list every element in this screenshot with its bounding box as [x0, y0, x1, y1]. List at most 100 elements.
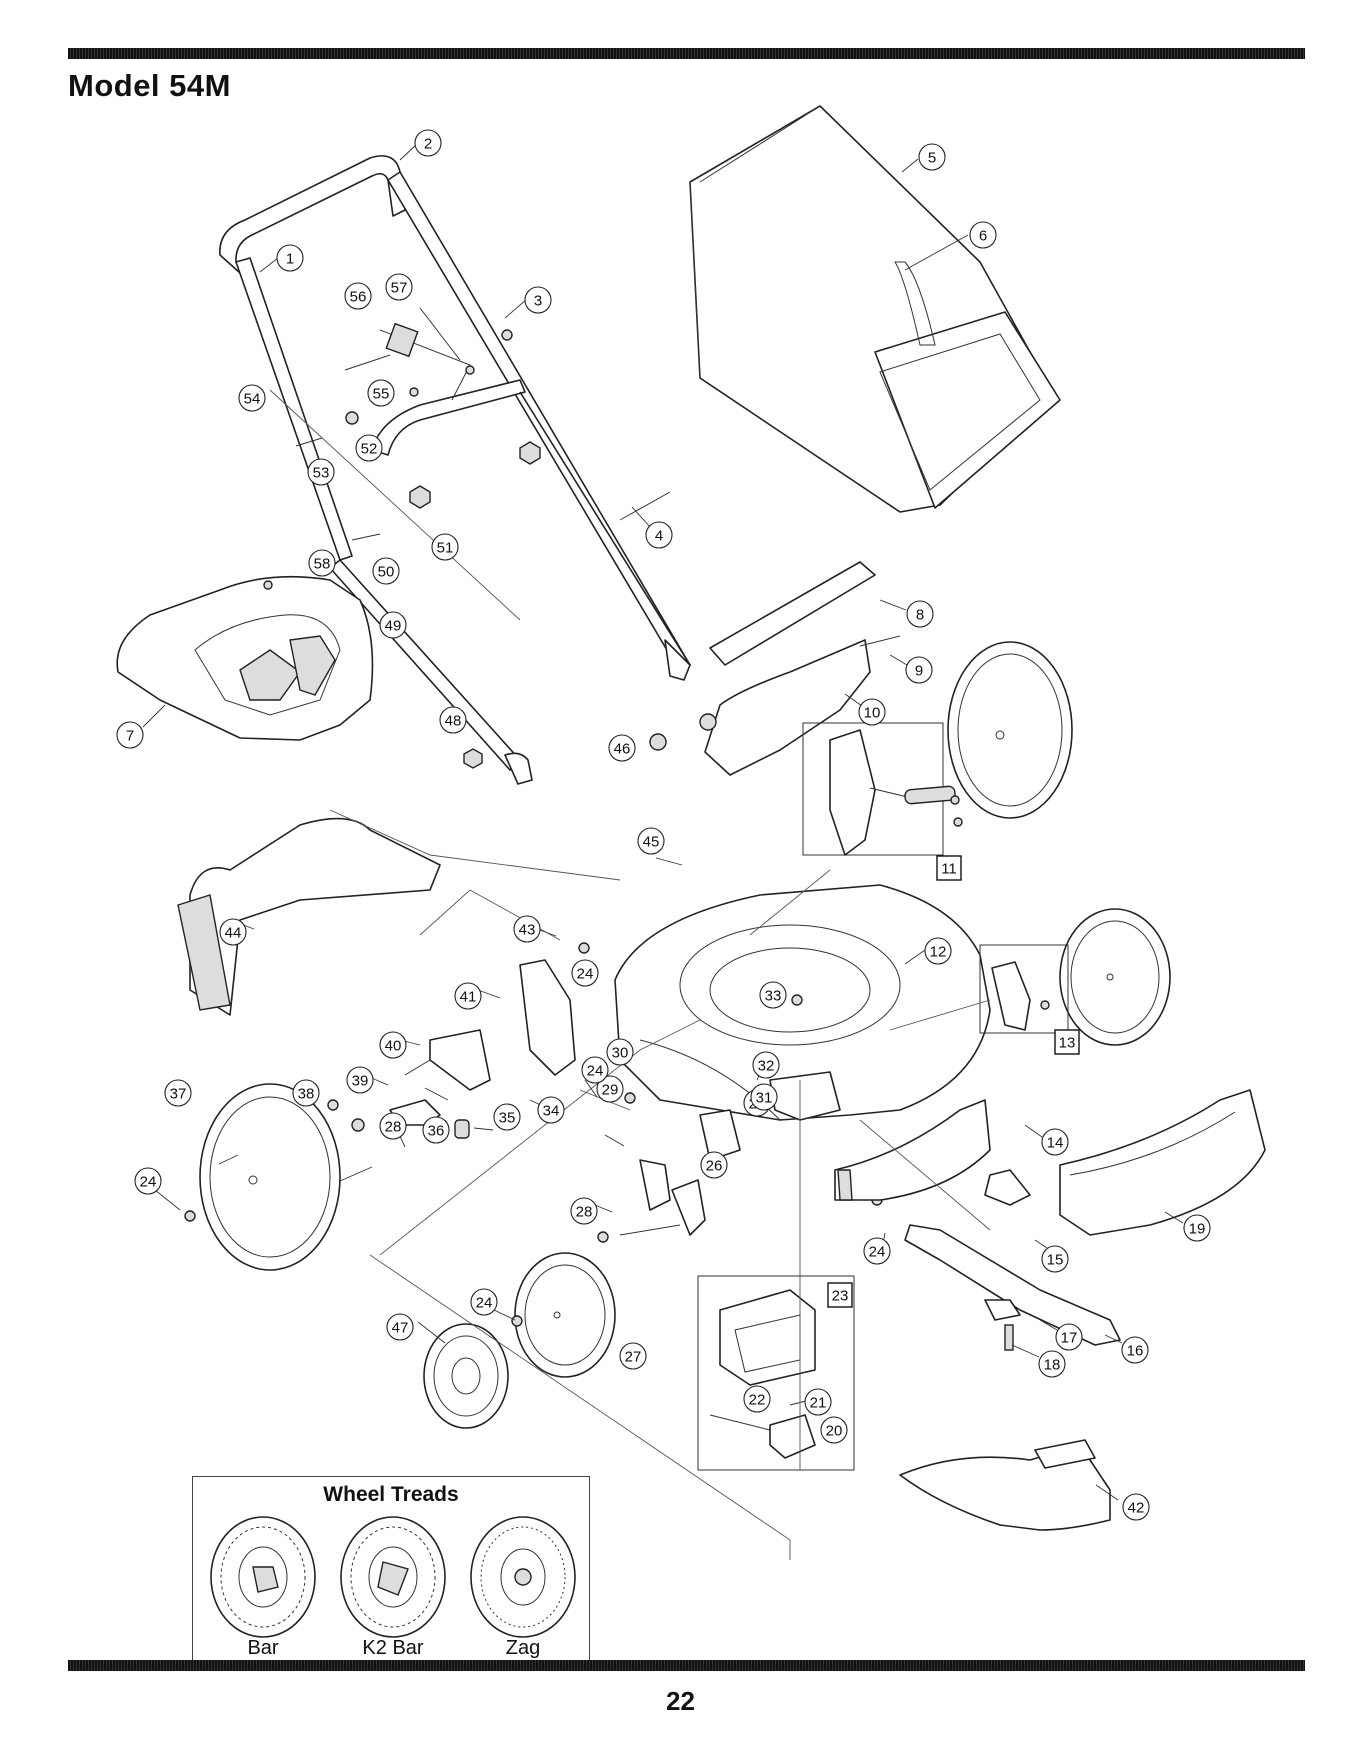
- callout-number: 42: [1128, 1500, 1145, 1517]
- callout-48: 48: [440, 707, 466, 733]
- callout-number: 57: [391, 280, 408, 297]
- callout-number: 37: [170, 1086, 187, 1103]
- callout-35: 35: [494, 1104, 520, 1130]
- mower-deck: [615, 885, 990, 1120]
- callout-28b: 28: [571, 1198, 597, 1224]
- callout-number: 24: [140, 1174, 157, 1191]
- callout-6: 6: [970, 222, 996, 248]
- callout-54: 54: [239, 385, 265, 411]
- callout-57: 57: [386, 274, 412, 300]
- callout-45: 45: [638, 828, 664, 854]
- tread-label-k2-bar: K2 Bar: [338, 1637, 448, 1660]
- k2-bar-tread-icon: [341, 1517, 445, 1637]
- callout-41: 41: [455, 983, 481, 1009]
- callout-number: 39: [352, 1073, 369, 1090]
- callout-number: 11: [941, 861, 957, 878]
- callout-number: 17: [1061, 1330, 1078, 1347]
- callout-number: 26: [706, 1158, 723, 1175]
- callout-15: 15: [1042, 1246, 1068, 1272]
- discharge-chute: [900, 1440, 1110, 1530]
- callout-number: 1: [286, 251, 294, 268]
- callout-number: 2: [424, 136, 432, 153]
- callout-24a: 24: [572, 960, 598, 986]
- callout-24d: 24: [471, 1289, 497, 1315]
- callout-number: 56: [350, 289, 367, 306]
- callout-number: 48: [445, 713, 462, 730]
- callout-7: 7: [117, 722, 143, 748]
- callout-number: 31: [756, 1090, 773, 1107]
- callout-51: 51: [432, 534, 458, 560]
- callout-5: 5: [919, 144, 945, 170]
- callout-27: 27: [620, 1343, 646, 1369]
- callout-number: 55: [373, 386, 390, 403]
- callout-23: 23: [828, 1283, 852, 1307]
- front-left-wheel: [515, 1253, 615, 1377]
- callout-number: 49: [385, 618, 402, 635]
- callout-22: 22: [744, 1386, 770, 1412]
- callout-number: 28: [385, 1119, 402, 1136]
- callout-34: 34: [538, 1097, 564, 1123]
- callout-number: 24: [476, 1295, 493, 1312]
- callout-number: 9: [915, 663, 923, 680]
- callout-37: 37: [165, 1080, 191, 1106]
- callout-number: 41: [460, 989, 477, 1006]
- callout-number: 32: [758, 1058, 775, 1075]
- callout-number: 54: [244, 391, 261, 408]
- zag-tread-icon: [471, 1517, 575, 1637]
- callout-20: 20: [821, 1417, 847, 1443]
- front-bumper: [1060, 1090, 1265, 1235]
- rear-right-wheel: [948, 642, 1072, 818]
- rear-left-wheel: [200, 1084, 340, 1270]
- callout-24c: 24: [864, 1238, 890, 1264]
- callout-24e: 24: [135, 1168, 161, 1194]
- callout-number: 24: [869, 1244, 886, 1261]
- callout-number: 34: [543, 1103, 560, 1120]
- callout-number: 4: [655, 528, 663, 545]
- callout-8: 8: [907, 601, 933, 627]
- height-adjuster-11: [803, 723, 962, 855]
- bottom-rule: [68, 1660, 1305, 1671]
- callout-number: 45: [643, 834, 660, 851]
- callout-number: 20: [826, 1423, 843, 1440]
- callout-55: 55: [368, 380, 394, 406]
- callout-1: 1: [277, 245, 303, 271]
- callout-30: 30: [607, 1039, 633, 1065]
- front-right-wheel: [1060, 909, 1170, 1045]
- callout-13: 13: [1055, 1030, 1079, 1054]
- callout-42: 42: [1123, 1494, 1149, 1520]
- height-adjuster-13: [980, 945, 1068, 1033]
- callout-49: 49: [380, 612, 406, 638]
- callout-number: 13: [1059, 1035, 1076, 1052]
- callout-number: 12: [930, 944, 947, 961]
- callout-number: 22: [749, 1392, 766, 1409]
- callout-number: 47: [392, 1320, 409, 1337]
- callout-38: 38: [293, 1080, 319, 1106]
- callout-number: 18: [1044, 1357, 1061, 1374]
- callout-24b: 24: [582, 1057, 608, 1083]
- callout-number: 28: [576, 1204, 593, 1221]
- callout-number: 53: [313, 465, 330, 482]
- callout-number: 27: [625, 1349, 642, 1366]
- callout-43: 43: [514, 916, 540, 942]
- callout-number: 23: [832, 1288, 849, 1305]
- grass-bag: [690, 106, 1060, 512]
- front-skirt: [835, 1100, 990, 1200]
- callout-number: 16: [1127, 1343, 1144, 1360]
- callout-58: 58: [309, 550, 335, 576]
- tread-label-zag: Zag: [468, 1637, 578, 1660]
- callout-number: 30: [612, 1045, 629, 1062]
- callout-number: 14: [1047, 1135, 1064, 1152]
- callout-17: 17: [1056, 1324, 1082, 1350]
- callout-number: 3: [534, 293, 542, 310]
- callout-46: 46: [609, 735, 635, 761]
- callout-40: 40: [380, 1032, 406, 1058]
- callout-number: 51: [437, 540, 454, 557]
- callout-number: 38: [298, 1086, 315, 1103]
- callout-39: 39: [347, 1067, 373, 1093]
- wheel-treads-panel: Wheel Treads Bar K2 Bar Zag: [192, 1476, 590, 1668]
- callout-11: 11: [937, 856, 961, 880]
- callout-number: 40: [385, 1038, 402, 1055]
- callout-number: 21: [810, 1395, 827, 1412]
- callout-number: 43: [519, 922, 536, 939]
- callout-31: 31: [751, 1084, 777, 1110]
